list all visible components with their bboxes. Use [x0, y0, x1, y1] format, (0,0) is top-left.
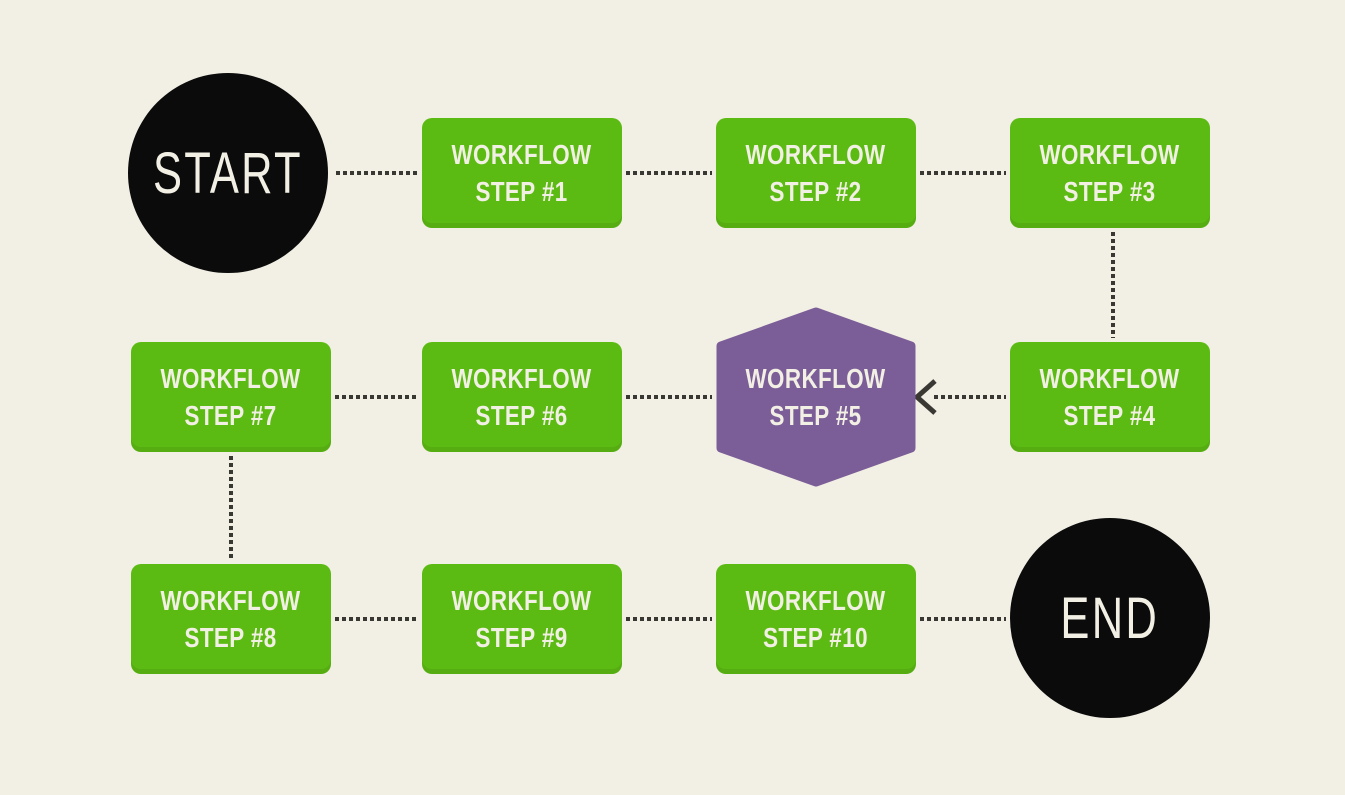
step-9-label: WORKFLOW STEP #9 — [452, 582, 592, 656]
step-1-label: WORKFLOW STEP #1 — [452, 136, 592, 210]
hexagon-shape — [716, 307, 916, 487]
label-line2: STEP #8 — [184, 622, 278, 653]
connector-step9-step10 — [626, 617, 712, 621]
connector-step1-step2 — [626, 171, 712, 175]
node-step-9: WORKFLOW STEP #9 — [422, 564, 622, 674]
step-3-label: WORKFLOW STEP #3 — [1040, 136, 1180, 210]
label-line2: STEP #1 — [475, 176, 569, 207]
label-line2: STEP #6 — [475, 400, 569, 431]
node-step-10: WORKFLOW STEP #10 — [716, 564, 916, 674]
label-line2: STEP #5 — [769, 400, 863, 431]
node-step-5: WORKFLOW STEP #5 — [716, 307, 916, 487]
arrowhead-icon — [913, 379, 937, 415]
connector-start-step1 — [336, 171, 418, 175]
label-line1: WORKFLOW — [451, 585, 593, 616]
label-line1: WORKFLOW — [451, 139, 593, 170]
connector-step8-step9 — [335, 617, 418, 621]
label-line2: STEP #10 — [763, 622, 869, 653]
node-step-8: WORKFLOW STEP #8 — [131, 564, 331, 674]
label-line2: STEP #4 — [1063, 400, 1157, 431]
connector-step3-step4 — [1111, 232, 1115, 338]
label-line1: WORKFLOW — [1039, 139, 1181, 170]
end-label: END — [1060, 585, 1160, 651]
label-line1: WORKFLOW — [745, 139, 887, 170]
connector-step5-step6 — [626, 395, 712, 399]
start-label: START — [153, 140, 303, 206]
node-step-2: WORKFLOW STEP #2 — [716, 118, 916, 228]
step-5-label: WORKFLOW STEP #5 — [746, 360, 886, 434]
step-6-label: WORKFLOW STEP #6 — [452, 360, 592, 434]
label-line1: WORKFLOW — [745, 363, 887, 394]
label-line1: WORKFLOW — [160, 363, 302, 394]
label-line1: WORKFLOW — [160, 585, 302, 616]
node-step-7: WORKFLOW STEP #7 — [131, 342, 331, 452]
node-step-1: WORKFLOW STEP #1 — [422, 118, 622, 228]
label-line1: WORKFLOW — [745, 585, 887, 616]
node-end: END — [1010, 518, 1210, 718]
step-7-label: WORKFLOW STEP #7 — [161, 360, 301, 434]
label-line2: STEP #9 — [475, 622, 569, 653]
connector-step4-step5 — [934, 395, 1006, 399]
step-10-label: WORKFLOW STEP #10 — [746, 582, 886, 656]
step-4-label: WORKFLOW STEP #4 — [1040, 360, 1180, 434]
label-line2: STEP #3 — [1063, 176, 1157, 207]
label-line2: STEP #2 — [769, 176, 863, 207]
step-2-label: WORKFLOW STEP #2 — [746, 136, 886, 210]
node-step-3: WORKFLOW STEP #3 — [1010, 118, 1210, 228]
node-step-6: WORKFLOW STEP #6 — [422, 342, 622, 452]
step-8-label: WORKFLOW STEP #8 — [161, 582, 301, 656]
node-step-4: WORKFLOW STEP #4 — [1010, 342, 1210, 452]
connector-step6-step7 — [335, 395, 418, 399]
connector-step2-step3 — [920, 171, 1006, 175]
label-line2: STEP #7 — [184, 400, 278, 431]
connector-step7-step8 — [229, 456, 233, 560]
node-start: START — [128, 73, 328, 273]
label-line1: WORKFLOW — [451, 363, 593, 394]
label-line1: WORKFLOW — [1039, 363, 1181, 394]
connector-step10-end — [920, 617, 1006, 621]
